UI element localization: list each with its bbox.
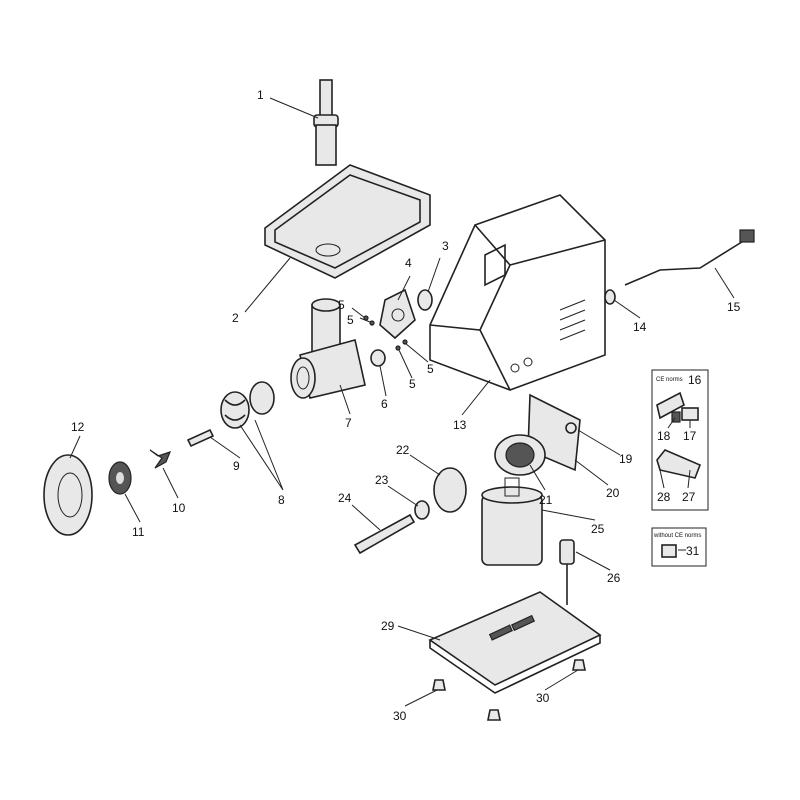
part-ring xyxy=(43,454,93,536)
callout-22: 22 xyxy=(396,443,410,457)
callout-13: 13 xyxy=(453,418,467,432)
part-pin xyxy=(186,428,215,448)
callouts: 1 2 3 4 5 5 5 5 6 7 8 9 10 11 12 13 14 1… xyxy=(71,88,741,723)
part-tray xyxy=(264,164,431,279)
callout-2: 2 xyxy=(232,311,239,325)
callout-7: 7 xyxy=(345,416,352,430)
inset-ce-norms: CE norms xyxy=(651,369,709,511)
callout-30b: 30 xyxy=(536,691,550,705)
callout-10: 10 xyxy=(172,501,186,515)
callout-5c: 5 xyxy=(427,362,434,376)
part-seals xyxy=(363,288,433,367)
callout-3: 3 xyxy=(442,239,449,253)
leader-lines xyxy=(69,97,735,707)
part-plate xyxy=(108,461,132,495)
callout-8: 8 xyxy=(278,493,285,507)
without-ce-norms-label: without CE norms xyxy=(653,533,701,539)
callout-27: 27 xyxy=(682,490,696,504)
callout-18: 18 xyxy=(657,429,671,443)
callout-30a: 30 xyxy=(393,709,407,723)
callout-9: 9 xyxy=(233,459,240,473)
callout-25: 25 xyxy=(591,522,605,536)
part-knife xyxy=(149,449,172,469)
ce-norms-label: CE norms xyxy=(656,377,683,383)
callout-24: 24 xyxy=(338,491,352,505)
part-motor xyxy=(481,477,543,566)
callout-29: 29 xyxy=(381,619,395,633)
callout-21: 21 xyxy=(539,493,553,507)
callout-14: 14 xyxy=(633,320,647,334)
callout-6: 6 xyxy=(381,397,388,411)
callout-11: 11 xyxy=(132,525,145,539)
callout-1: 1 xyxy=(257,88,264,102)
callout-15: 15 xyxy=(727,300,741,314)
part-base xyxy=(428,591,602,694)
callout-20: 20 xyxy=(606,486,620,500)
part-bearing-shaft xyxy=(353,467,467,555)
callout-4: 4 xyxy=(405,256,412,270)
part-worm xyxy=(220,381,275,429)
callout-17: 17 xyxy=(683,429,697,443)
part-motor-front xyxy=(494,393,581,476)
part-cord xyxy=(604,229,755,305)
inset-without-ce-norms: without CE norms xyxy=(651,527,707,567)
callout-12: 12 xyxy=(71,420,85,434)
callout-5a: 5 xyxy=(338,298,345,312)
callout-19: 19 xyxy=(619,452,633,466)
part-feet xyxy=(432,659,586,721)
callout-28: 28 xyxy=(657,490,671,504)
callout-5b: 5 xyxy=(347,313,354,327)
callout-5d: 5 xyxy=(409,377,416,391)
part-pusher xyxy=(313,79,339,166)
part-housing xyxy=(429,194,606,391)
callout-23: 23 xyxy=(375,473,389,487)
part-capacitor xyxy=(559,539,575,605)
part-head xyxy=(290,298,366,399)
callout-16: 16 xyxy=(688,373,702,387)
callout-31: 31 xyxy=(686,544,700,558)
callout-26: 26 xyxy=(607,571,621,585)
